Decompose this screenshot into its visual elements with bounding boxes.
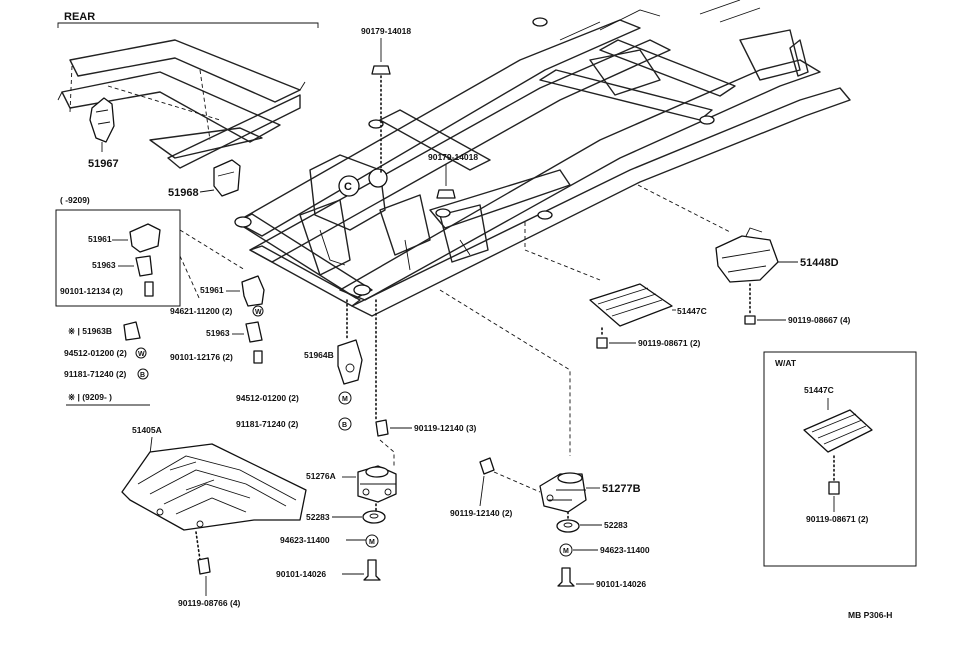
rear-label: REAR [64, 11, 95, 23]
label-51968: 51968 [168, 187, 199, 199]
inset-left-bracket-51961 [129, 223, 161, 253]
inset-wat-bolt-label: 90119-08671 (2) [806, 514, 869, 524]
label-51963B: ※ | 51963B [68, 326, 112, 336]
cushion-52283-left [362, 510, 386, 524]
svg-text:B: B [342, 422, 347, 429]
part-51448D-bracket [715, 227, 779, 283]
label-52283-left: 52283 [306, 512, 330, 522]
label-51961: 51961 [200, 285, 224, 295]
label-91181-left: 91181-71240 (2) [64, 369, 127, 379]
label-51963: 51963 [206, 328, 230, 338]
label-51405A: 51405A [132, 425, 162, 435]
label-90101-14026-right: 90101-14026 [596, 579, 646, 589]
label-94512-center: 94512-01200 (2) [236, 393, 299, 403]
nut-90179-top [371, 65, 391, 75]
bolt-90101-14026-right [557, 567, 575, 587]
label-90119-12140-2: 90119-12140 (2) [450, 508, 513, 518]
bolt-90101-12176 [253, 350, 263, 364]
svg-text:M: M [342, 396, 348, 403]
label-94623-left: 94623-11400 [280, 535, 330, 545]
main-chassis-frame: C [234, 0, 851, 317]
label-90101-12176: 90101-12176 (2) [170, 352, 233, 362]
cushion-52283-right [556, 519, 580, 533]
label-94623-right: 94623-11400 [600, 545, 650, 555]
inset-wat-skid-plate [803, 409, 873, 453]
inset-left-clip-51963 [135, 255, 153, 277]
inset-wat-title: W/AT [775, 358, 797, 368]
label-51277B: 51277B [602, 483, 641, 495]
svg-text:W: W [255, 309, 262, 316]
label-94512-left: 94512-01200 (2) [64, 348, 127, 358]
label-51448D: 51448D [800, 257, 839, 269]
inset-wat-part-label: 51447C [804, 385, 834, 395]
part-51405A-skid-plate [121, 443, 307, 531]
label-90119-12140-3: 90119-12140 (3) [414, 423, 477, 433]
part-51447C-plate [589, 283, 673, 327]
inset-left-51963: 51963 [92, 260, 116, 270]
part-51967-bracket [89, 97, 115, 152]
svg-text:M: M [369, 539, 375, 546]
inset-left-range-top: ( -9209) [60, 195, 90, 205]
inset-left-51961: 51961 [88, 234, 112, 244]
part-51968-bracket [199, 159, 241, 197]
label-90119-08667: 90119-08667 (4) [788, 315, 851, 325]
svg-text:B: B [140, 372, 145, 379]
part-51964B [337, 339, 363, 385]
bolt-90119-12140-3 [375, 419, 389, 437]
diagram-code: MB P306-H [848, 610, 892, 620]
inset-left-bolt-90101 [144, 281, 154, 297]
label-90119-08671: 90119-08671 (2) [638, 338, 701, 348]
inset-wat-bolt [828, 481, 840, 495]
svg-text:W: W [138, 351, 145, 358]
part-51277B-mount [539, 472, 587, 513]
nut-90179-mid [436, 189, 456, 199]
label-52283-right: 52283 [604, 520, 628, 530]
label-51447C: 51447C [677, 306, 707, 316]
inset-wat-box [763, 351, 917, 567]
label-51967: 51967 [88, 158, 119, 170]
inset-left-range-bottom: ※ | (9209- ) [68, 392, 112, 402]
label-90179-mid: 90179-14018 [428, 152, 478, 162]
part-51963B [123, 321, 141, 341]
bolt-90119-08671 [596, 337, 608, 349]
part-51963 [245, 321, 263, 343]
svg-text:M: M [563, 548, 569, 555]
inset-left-90101: 90101-12134 (2) [60, 286, 123, 296]
label-90119-08766: 90119-08766 (4) [178, 598, 241, 608]
inset-left-box [55, 209, 181, 307]
rear-bracket-line [57, 22, 319, 28]
label-90101-14026-left: 90101-14026 [276, 569, 326, 579]
part-51276A-mount [357, 465, 397, 503]
label-51964B: 51964B [304, 350, 334, 360]
label-90179-top: 90179-14018 [361, 26, 411, 36]
part-51961 [241, 275, 265, 307]
bolt-90119-08667 [744, 315, 756, 325]
bolt-90119-12140-2 [479, 457, 495, 475]
label-94621: 94621-11200 (2) [170, 306, 233, 316]
bolt-90119-08766 [197, 557, 211, 575]
bolt-90101-14026-left [363, 559, 381, 581]
rear-frame-section [57, 39, 306, 169]
label-51276A: 51276A [306, 471, 336, 481]
label-91181-center: 91181-71240 (2) [236, 419, 299, 429]
svg-text:C: C [344, 181, 352, 193]
